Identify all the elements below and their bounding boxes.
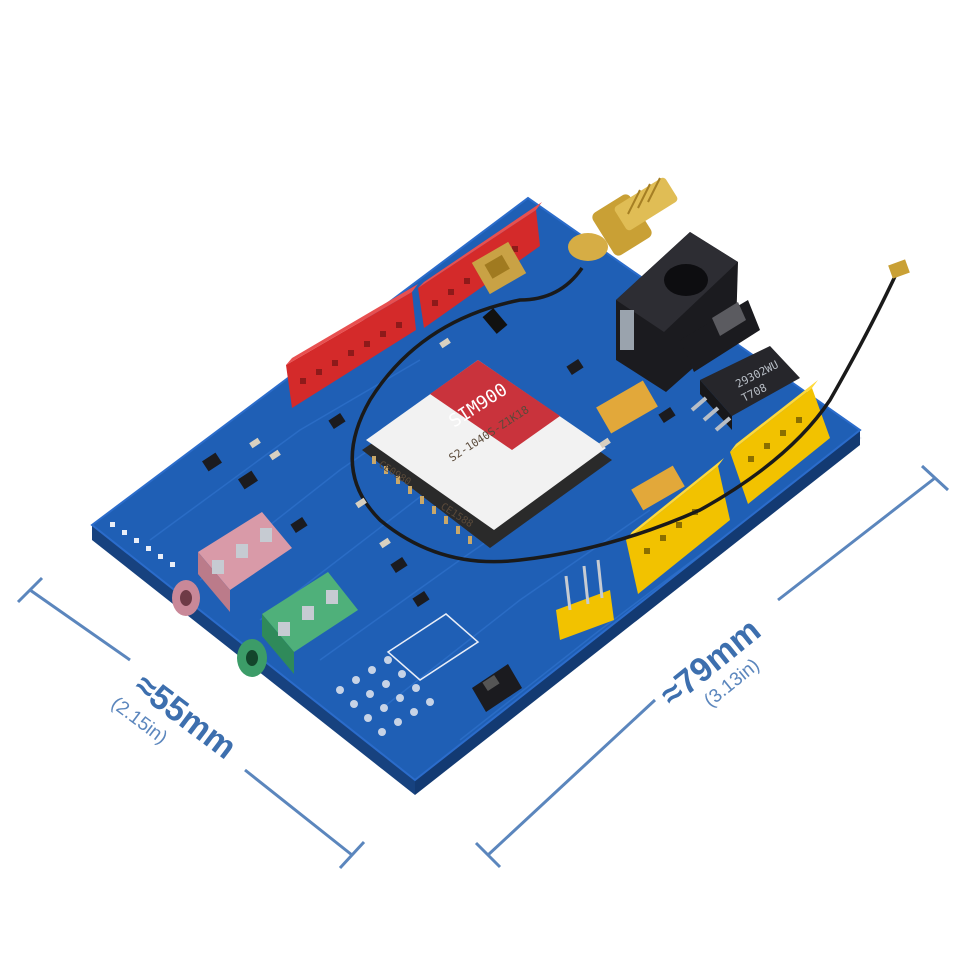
length-dimension-tick-end [920,464,950,492]
smd-components [202,358,676,608]
antenna-ufl-connector [888,259,910,279]
tantalum-capacitor [596,380,658,434]
width-dimension-tick-start [16,576,44,604]
reset-button [472,664,522,712]
through-hole-grid [336,656,434,736]
cable-ferrule [482,308,508,334]
jumper-connector [471,241,527,295]
pcb-edge-right [415,430,860,795]
smd-passives [249,337,611,549]
length-dimension-tick-start [474,841,502,869]
antenna-cable [350,267,900,564]
power-switch [680,300,760,372]
pin-jumpers [556,559,614,640]
length-dimension-line-upper [777,476,936,602]
width-dimension-line-upper [29,588,131,662]
width-dimension-line-lower [244,768,353,857]
width-dimension-tick-end [338,840,366,870]
sma-antenna-connector [568,177,678,261]
red-header-left [286,284,418,408]
audio-jack-green [237,572,358,677]
silkscreen-box [386,613,480,681]
length-dimension-line-lower [486,698,657,857]
voltage-regulator: 29302WU T708 [690,346,800,432]
audio-jack-pink [172,512,292,616]
length-label: ≈79mm (3.13in) [653,611,768,714]
tantalum-capacitor-2 [631,465,685,511]
dimension-lines [16,464,950,870]
sim900-module: SIM900 S2-1040S-Z1K18 CE0980 CE1588 [362,360,612,548]
width-label: ≈55mm (2.15in) [107,666,244,767]
edge-pads [110,522,175,567]
